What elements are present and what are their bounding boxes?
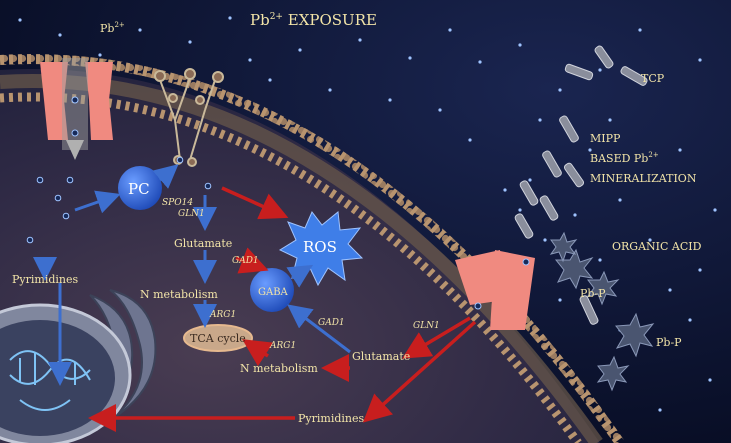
channel-right	[455, 250, 535, 330]
gaba-node	[250, 268, 294, 312]
gad1-left-label: GAD1	[232, 256, 259, 266]
pc-node	[118, 166, 162, 210]
blue-arrows	[33, 164, 351, 386]
pyrimidines-bottom-label: Pyrimidines	[298, 412, 364, 425]
gln1-right-label: GLN1	[413, 321, 440, 331]
n-metabolism-mid-label: N metabolism	[240, 362, 318, 375]
glutamate-left-label: Glutamate	[174, 237, 232, 250]
pb-ion-label: Pb2+	[100, 21, 125, 35]
red-arrows	[88, 186, 477, 432]
membrane-inner-heads	[0, 92, 582, 443]
mipp-line3: MINERALIZATION	[590, 172, 697, 185]
mipp-line2: BASED Pb2+	[590, 151, 659, 165]
extracellular-pb-dots	[18, 16, 717, 412]
spo14-label: SPO14	[162, 198, 193, 208]
tcp-label: TCP	[641, 72, 665, 85]
pyrimidines-left-label: Pyrimidines	[12, 273, 78, 286]
gad1-right-label: GAD1	[318, 318, 345, 328]
organic-acid-label: ORGANIC ACID	[612, 240, 702, 253]
pc-label: PC	[128, 180, 150, 198]
pb-p-label-1: Pb-P	[580, 287, 606, 300]
channel-left	[40, 58, 113, 160]
gaba-label: GABA	[258, 287, 289, 298]
mipp-line1: MIPP	[590, 132, 621, 145]
arg1-left-label: ARG1	[209, 310, 236, 320]
pb-p-crystals	[549, 231, 655, 392]
arg1-mid-label: ARG1	[269, 341, 296, 351]
tca-cycle-label: TCA cycle	[190, 332, 246, 345]
n-metabolism-left-label: N metabolism	[140, 288, 218, 301]
page-title: Pb2+ EXPOSURE	[250, 11, 377, 29]
tca-cycle-node	[183, 324, 253, 352]
ros-label: ROS	[303, 238, 337, 256]
pb-p-label-2: Pb-P	[656, 336, 682, 349]
tcp-particles	[514, 45, 648, 325]
spo14-receptor	[154, 68, 224, 167]
gln1-left-label: GLN1	[178, 209, 205, 219]
glutamate-right-label: Glutamate	[352, 350, 410, 363]
